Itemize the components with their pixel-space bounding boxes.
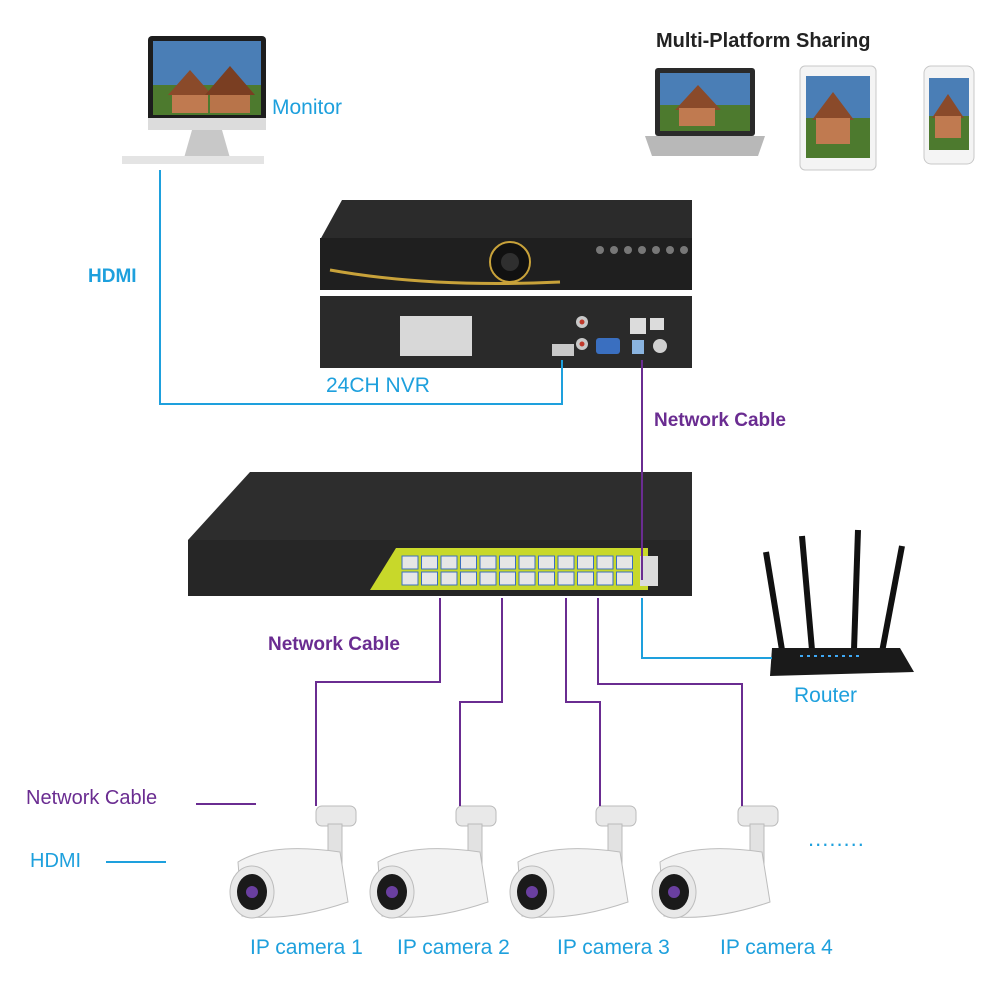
nvr-label: 24CH NVR	[326, 374, 430, 397]
ip-camera-icon	[369, 805, 497, 919]
ip-camera-icon	[651, 805, 779, 919]
ip-camera-icon	[509, 805, 637, 919]
router-label: Router	[794, 684, 858, 707]
camera-label-3: IP camera 3	[557, 936, 670, 959]
switch-port	[577, 555, 594, 570]
tablet-icon	[799, 65, 877, 171]
switch-port	[596, 555, 614, 570]
switch-port	[577, 571, 594, 586]
monitor-icon	[122, 36, 266, 164]
switch-port	[421, 571, 438, 586]
switch-port	[518, 555, 536, 570]
nvr-device	[320, 200, 692, 368]
switch-port	[440, 555, 458, 570]
switch-port	[557, 571, 575, 586]
laptop-icon	[645, 68, 765, 156]
switch-port	[616, 571, 633, 586]
switch-port	[538, 571, 555, 586]
switch-port	[499, 555, 516, 570]
ip-camera-icon	[229, 805, 357, 919]
switch-port	[460, 555, 477, 570]
switch-port	[401, 571, 419, 586]
switch-port	[538, 555, 555, 570]
phone-icon	[923, 65, 975, 165]
network-cable-label-mid: Network Cable	[268, 634, 400, 655]
switch-port	[499, 571, 516, 586]
network-cable-cam3	[565, 598, 601, 806]
router-device	[763, 529, 914, 676]
switch-port	[596, 571, 614, 586]
monitor-label: Monitor	[272, 96, 343, 119]
switch-port	[440, 571, 458, 586]
page-title: Multi-Platform Sharing	[656, 30, 871, 52]
legend-network-label: Network Cable	[26, 787, 158, 809]
network-cable-label-top: Network Cable	[654, 410, 786, 431]
hdmi-cable-label: HDMI	[88, 266, 137, 287]
poe-switch-device	[188, 472, 692, 596]
cameras-group	[229, 805, 779, 919]
switch-port	[518, 571, 536, 586]
network-cable-cam2	[459, 598, 503, 806]
network-cable-cam1	[315, 598, 441, 806]
switch-port	[479, 571, 497, 586]
switch-port	[421, 555, 438, 570]
network-cable-cam4	[597, 598, 743, 806]
more-cameras-ellipsis: ........	[808, 826, 865, 851]
camera-label-1: IP camera 1	[250, 936, 363, 959]
switch-port	[479, 555, 497, 570]
network-cable-router	[641, 598, 772, 659]
camera-label-2: IP camera 2	[397, 936, 510, 959]
camera-label-4: IP camera 4	[720, 936, 833, 959]
switch-port	[401, 555, 419, 570]
legend-hdmi-label: HDMI	[30, 850, 82, 872]
switch-port	[460, 571, 477, 586]
switch-port	[557, 555, 575, 570]
switch-port	[616, 555, 633, 570]
hdmi-cable	[159, 170, 563, 405]
